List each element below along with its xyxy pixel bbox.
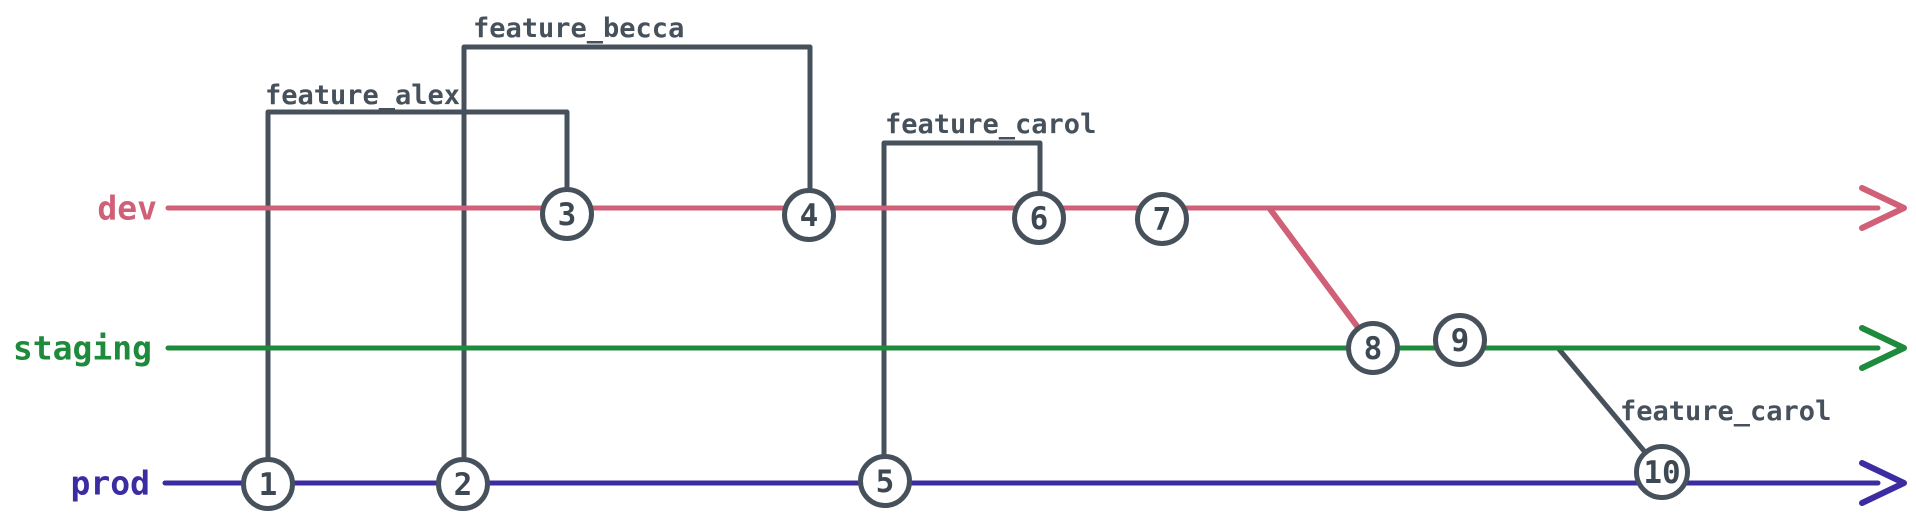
dev-to-staging-merge-line xyxy=(1267,206,1374,348)
feature-carol-line xyxy=(881,140,1043,484)
commit-number: 8 xyxy=(1364,331,1383,367)
commit-number: 3 xyxy=(558,197,577,233)
commit-circle xyxy=(1135,192,1189,246)
commit-number: 9 xyxy=(1451,323,1470,359)
feature-becca-label: feature_becca xyxy=(473,13,684,44)
feature-becca-line xyxy=(461,44,813,487)
commit-nodes: 1 2 3 4 5 6 7 xyxy=(241,187,1690,511)
commit-number: 1 xyxy=(259,467,278,503)
commit-number: 4 xyxy=(800,198,819,234)
commit-circle xyxy=(858,454,912,508)
feature-labels: feature_alex feature_becca feature_carol… xyxy=(265,13,1831,427)
commit-circle xyxy=(1346,321,1400,375)
commit-node-6: 6 xyxy=(1012,191,1066,245)
staging-branch-label: staging xyxy=(13,329,152,368)
commit-circle xyxy=(1634,444,1690,500)
commit-number: 6 xyxy=(1030,201,1049,237)
staging-arrow-icon xyxy=(1859,325,1907,371)
commit-node-3: 3 xyxy=(540,187,594,241)
feature-alex-label: feature_alex xyxy=(265,80,460,111)
commit-node-1: 1 xyxy=(241,457,295,511)
commit-node-9: 9 xyxy=(1433,313,1487,367)
commit-node-10: 10 xyxy=(1634,444,1690,500)
feature-carol-staging-line xyxy=(1555,345,1663,473)
commit-circle xyxy=(540,187,594,241)
commit-circle xyxy=(241,457,295,511)
feature-alex-line xyxy=(265,109,570,487)
commit-node-5: 5 xyxy=(858,454,912,508)
commit-node-7: 7 xyxy=(1135,192,1189,246)
commit-circle xyxy=(1433,313,1487,367)
commit-node-8: 8 xyxy=(1346,321,1400,375)
commit-node-2: 2 xyxy=(436,457,490,511)
branch-labels: dev staging prod xyxy=(13,189,157,503)
commit-circle xyxy=(782,188,836,242)
feature-carol-label: feature_carol xyxy=(885,109,1096,140)
prod-branch-label: prod xyxy=(71,464,150,503)
commit-circle xyxy=(436,457,490,511)
dev-branch-label: dev xyxy=(97,189,157,228)
commit-number: 5 xyxy=(876,464,895,500)
commit-circle xyxy=(1012,191,1066,245)
commit-number: 2 xyxy=(454,467,473,503)
commit-number: 10 xyxy=(1643,455,1680,491)
feature-carol-staging-label: feature_carol xyxy=(1620,396,1831,427)
commit-node-4: 4 xyxy=(782,188,836,242)
dev-arrow-icon xyxy=(1859,185,1907,231)
prod-arrow-icon xyxy=(1859,460,1907,506)
feature-branch-lines xyxy=(265,44,1663,487)
commit-number: 7 xyxy=(1153,202,1172,238)
